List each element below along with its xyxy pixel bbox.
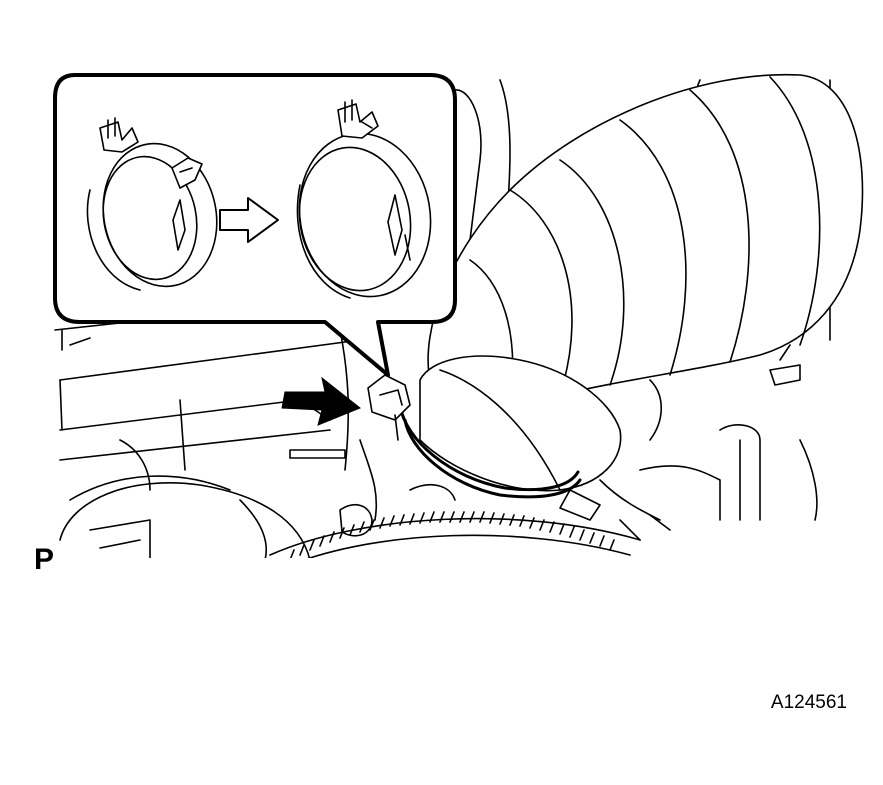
installed-hose-clamp (367, 374, 582, 499)
drive-shaft-boot (427, 73, 864, 404)
figure-id-label: A124561 (770, 692, 847, 713)
hose-clamp-closed-icon (296, 99, 432, 299)
hose-clamp-open-icon (86, 117, 218, 291)
black-arrow-icon (281, 376, 361, 426)
gear-teeth (289, 511, 615, 561)
hollow-arrow-icon (219, 197, 279, 243)
scene-crop-mask (0, 558, 883, 785)
boot-small-end (419, 355, 622, 492)
view-letter-label: P (34, 543, 55, 576)
